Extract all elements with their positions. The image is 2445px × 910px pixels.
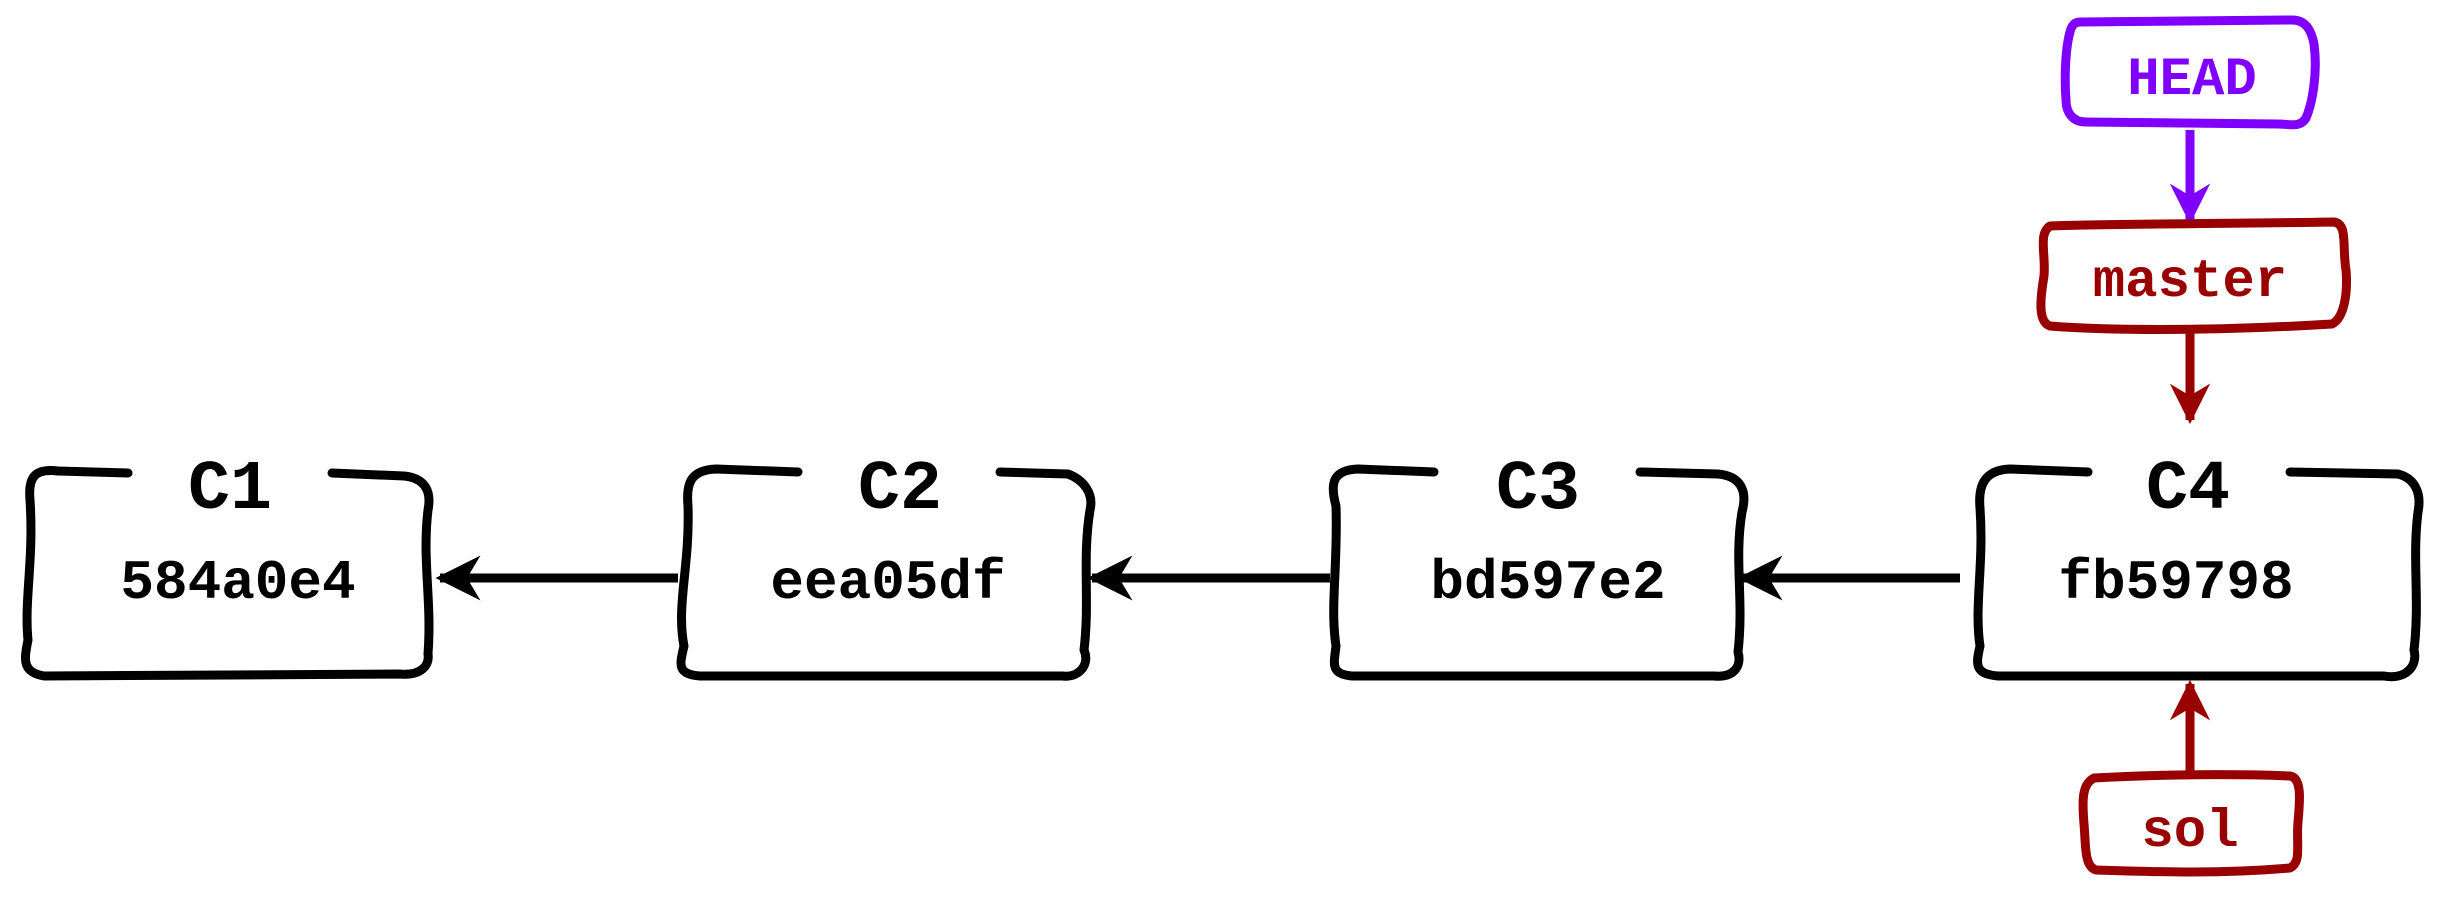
ref-label-head: HEAD — [2127, 50, 2257, 111]
ref-box-master — [2036, 217, 2351, 334]
commit-box-c1 — [21, 465, 434, 681]
ref-label-sol: sol — [2141, 802, 2238, 863]
ref-box-head — [2060, 15, 2320, 130]
commit-box-c2 — [676, 464, 1096, 681]
commit-box-c4 — [1973, 464, 2424, 682]
commit-box-c3 — [1328, 464, 1749, 681]
commit-hash-c2: eea05df — [770, 551, 1005, 615]
commit-node-c1[interactable]: C1 584a0e4 — [21, 451, 434, 681]
commit-node-c4[interactable]: C4 fb59798 — [1973, 451, 2424, 682]
commit-hash-c1: 584a0e4 — [120, 551, 355, 615]
commit-hash-c4: fb59798 — [2058, 551, 2293, 615]
ref-master[interactable]: master — [2036, 217, 2351, 334]
commit-hash-c3: bd597e2 — [1430, 551, 1665, 615]
ref-head[interactable]: HEAD — [2060, 15, 2320, 130]
commit-node-c3[interactable]: C3 bd597e2 — [1328, 451, 1749, 681]
commit-title-c2: C2 — [858, 451, 942, 530]
ref-sol[interactable]: sol — [2078, 770, 2305, 877]
ref-box-sol — [2078, 770, 2305, 877]
commit-title-c3: C3 — [1496, 451, 1580, 530]
commit-title-c1: C1 — [188, 451, 272, 530]
ref-label-master: master — [2093, 252, 2287, 313]
commit-node-c2[interactable]: C2 eea05df — [676, 451, 1096, 681]
commit-title-c4: C4 — [2146, 451, 2230, 530]
